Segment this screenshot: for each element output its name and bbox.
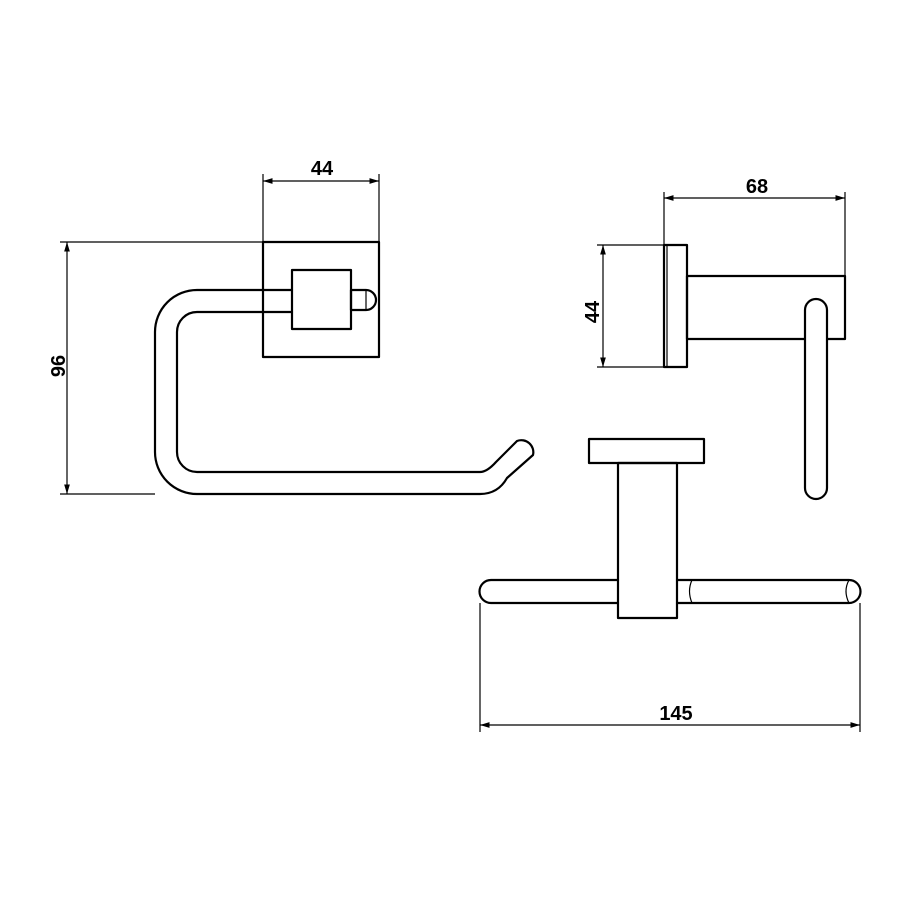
front-height-label: 96: [48, 355, 70, 377]
top-length-dimension: 145: [479, 603, 861, 732]
top-roll-bar-right: [675, 578, 862, 605]
top-arm-body: [616, 461, 679, 620]
side-depth-dimension: 68: [663, 176, 846, 276]
side-arm-body: [685, 274, 847, 341]
side-depth-label: 68: [746, 176, 768, 198]
top-bar-tip: [845, 579, 850, 604]
front-view: 44 96: [48, 158, 535, 496]
front-width-label: 44: [311, 158, 334, 180]
top-wall-plate: [587, 437, 706, 465]
top-bar-end-cap: [688, 579, 693, 604]
side-roll-bar: [803, 297, 829, 501]
front-arm: [153, 288, 535, 496]
side-view: 68 44: [582, 176, 847, 501]
top-view: 145: [478, 437, 862, 732]
front-mount-block: [290, 268, 353, 331]
front-width-dimension: 44: [262, 158, 380, 242]
top-roll-bar-left: [478, 578, 620, 605]
front-height-dimension: 96: [48, 241, 263, 495]
front-pin: [349, 288, 378, 312]
side-height-dimension: 44: [582, 244, 664, 368]
side-height-label: 44: [582, 300, 604, 323]
top-length-label: 145: [659, 703, 692, 725]
front-wall-plate: [261, 240, 381, 359]
